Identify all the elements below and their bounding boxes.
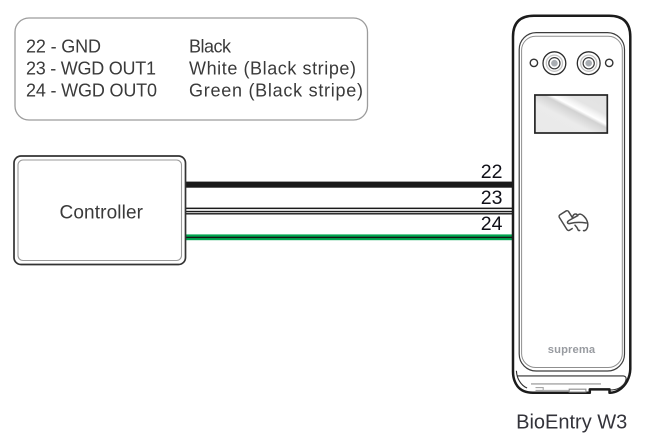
- svg-text:Black: Black: [189, 36, 232, 56]
- svg-text:23 - WGD OUT1: 23 - WGD OUT1: [26, 58, 156, 78]
- svg-text:Green (Black stripe): Green (Black stripe): [189, 80, 363, 100]
- svg-text:22 - GND: 22 - GND: [26, 36, 101, 56]
- svg-text:24 - WGD OUT0: 24 - WGD OUT0: [26, 80, 157, 100]
- svg-text:suprema: suprema: [548, 344, 596, 356]
- svg-text:BioEntry W3: BioEntry W3: [516, 412, 627, 434]
- svg-text:22: 22: [481, 161, 503, 183]
- svg-text:Controller: Controller: [60, 202, 144, 223]
- svg-text:White (Black stripe): White (Black stripe): [189, 58, 356, 78]
- svg-text:24: 24: [481, 213, 503, 235]
- svg-text:23: 23: [481, 187, 503, 209]
